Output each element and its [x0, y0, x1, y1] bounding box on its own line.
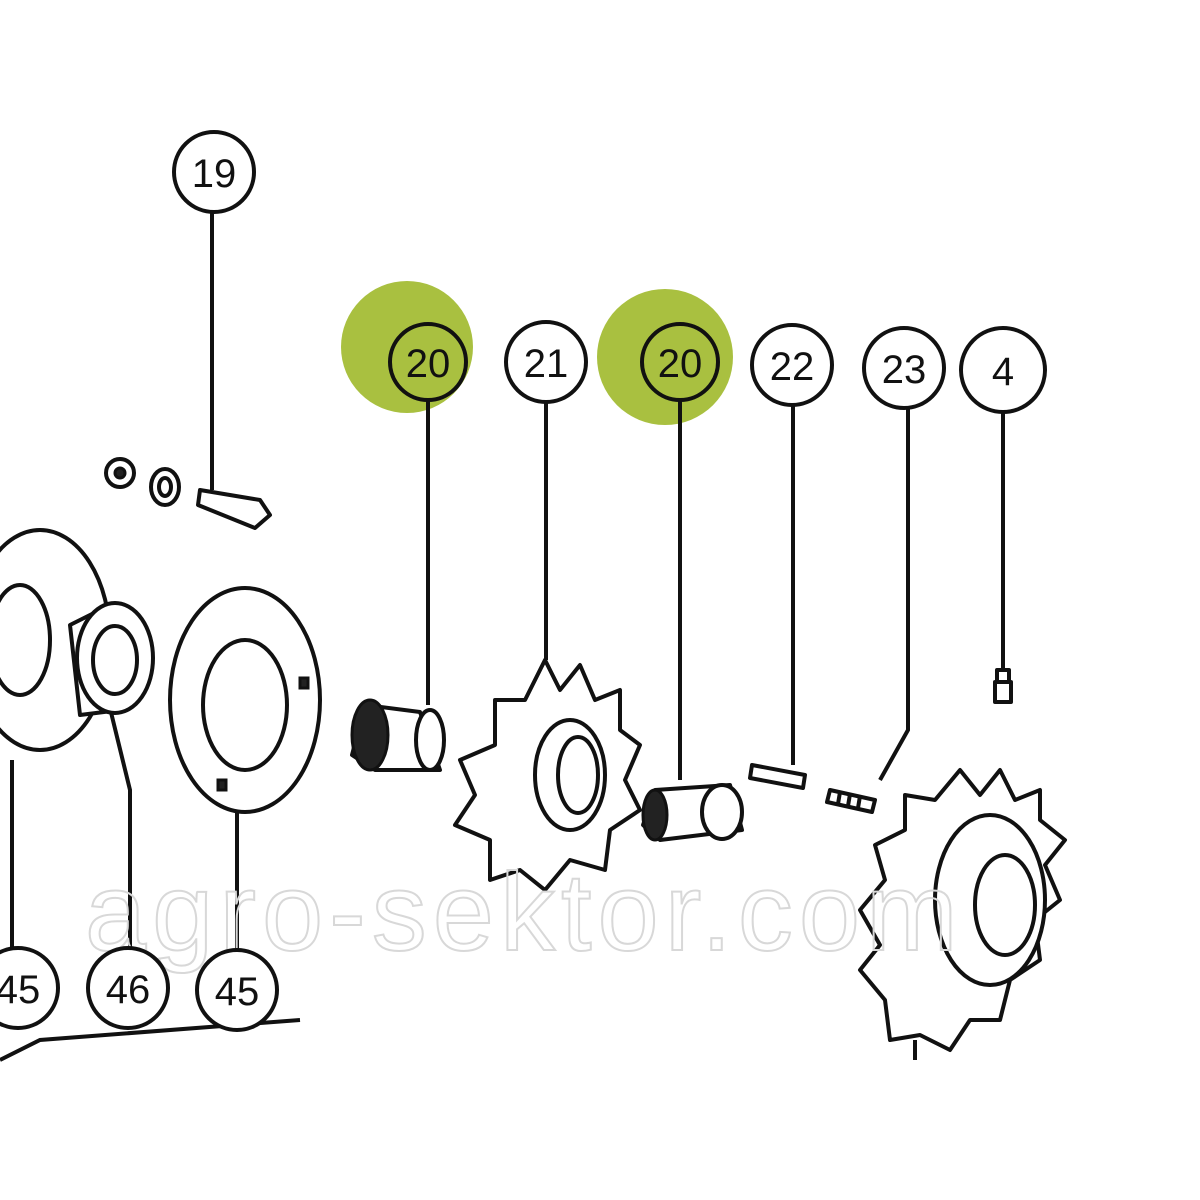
grease-nipple-4	[993, 668, 1013, 704]
highlight-20-right	[597, 289, 733, 425]
callout-4[interactable]: 4	[959, 326, 1047, 414]
callout-46[interactable]: 46	[86, 946, 170, 1030]
gear-wheel	[858, 768, 1067, 1060]
bearing-46	[68, 601, 155, 717]
callout-20-highlighted[interactable]: 20	[640, 322, 720, 402]
callout-label: 20	[658, 342, 703, 386]
flange-plate-45	[168, 586, 322, 814]
spring-23	[825, 788, 877, 814]
callout-21[interactable]: 21	[504, 320, 588, 404]
callout-19[interactable]: 19	[172, 130, 256, 214]
callout-23[interactable]: 23	[862, 326, 946, 410]
callout-label: 20	[406, 342, 451, 386]
callout-label: 4	[992, 350, 1014, 394]
callout-45-right[interactable]: 45	[195, 948, 279, 1032]
bolt-19	[104, 457, 272, 530]
callout-label: 45	[0, 968, 40, 1012]
callout-20-highlighted[interactable]: 20	[388, 322, 468, 402]
callout-label: 21	[524, 342, 569, 386]
callout-22[interactable]: 22	[750, 323, 834, 407]
callout-label: 22	[770, 345, 815, 389]
highlight-20-left	[341, 281, 473, 413]
bushing-20-left	[350, 698, 446, 772]
callout-label: 45	[215, 970, 260, 1014]
callout-label: 23	[882, 348, 927, 392]
callout-label: 19	[192, 152, 237, 196]
pin-22	[748, 763, 807, 790]
bushing-20-right	[641, 783, 744, 842]
sprocket-21	[453, 658, 642, 892]
callout-45-left[interactable]: 45	[0, 946, 60, 1030]
leader-lines	[0, 212, 1005, 1062]
callout-label: 46	[106, 968, 151, 1012]
